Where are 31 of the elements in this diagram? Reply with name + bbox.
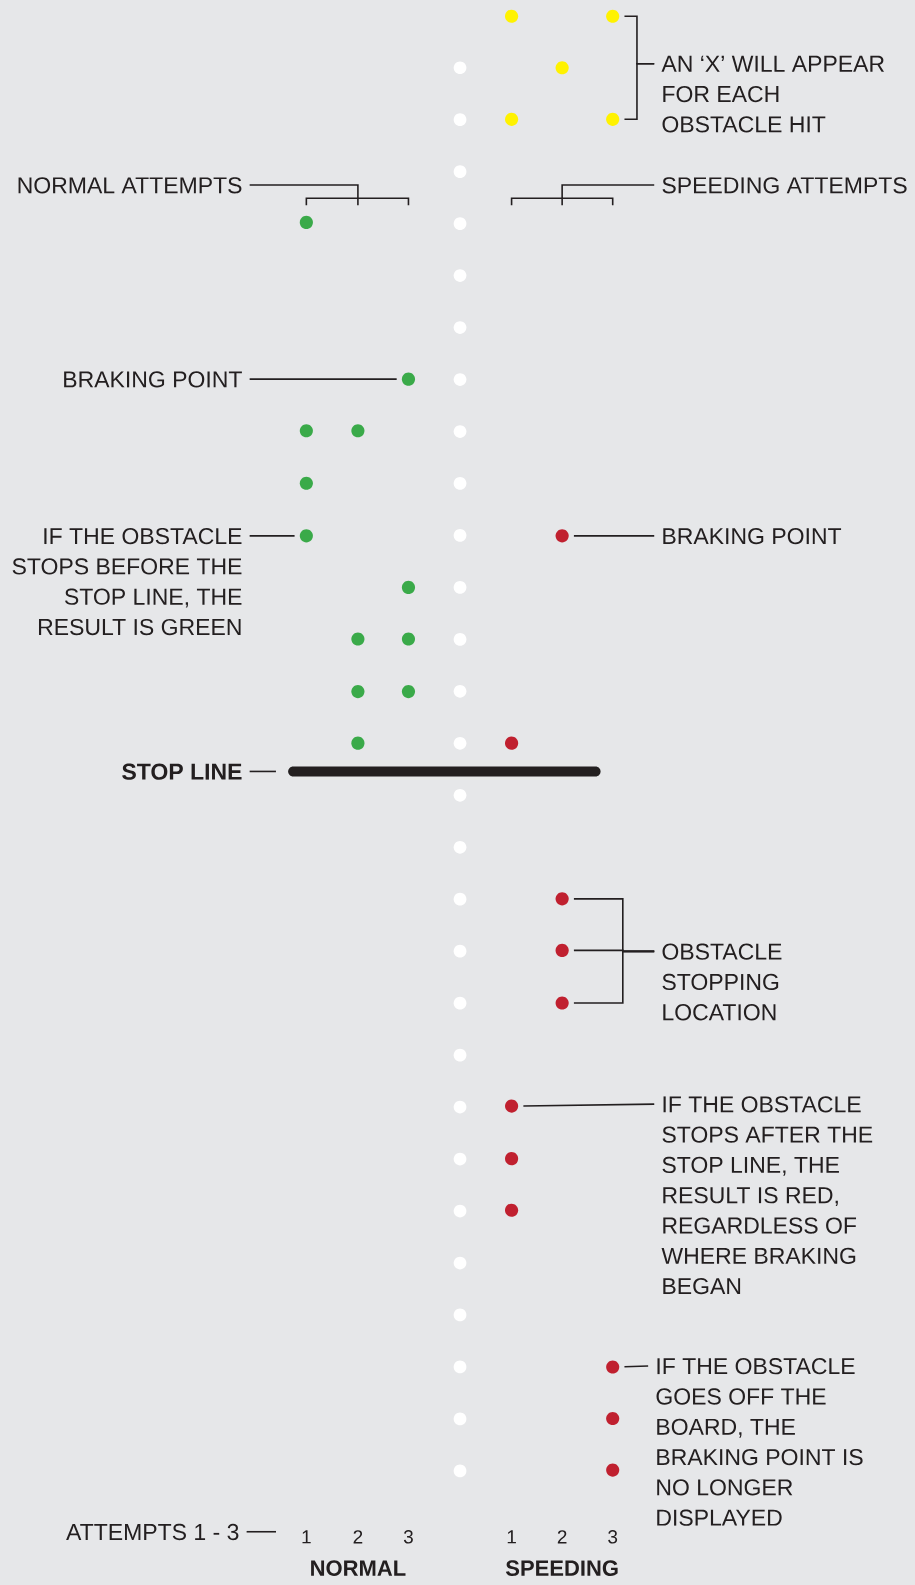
annotation-text: IF THE OBSTACLE STOPS AFTER THE STOP LINE, THE RESULT IS RED, REGARDLESS OF WHERE BRAKING BEGAN [661, 1096, 873, 1295]
annotation-text: BRAKING POINT [64, 371, 242, 388]
leader-line [522, 1103, 656, 1107]
attempt-number: 3 [403, 1530, 413, 1544]
leader-line [248, 378, 398, 380]
annotation-text: ATTEMPTS 1 - 3 [66, 1523, 239, 1541]
attempt-number: 2 [557, 1530, 567, 1544]
annotation-text: IF THE OBSTACLE GOES OFF THE BOARD, THE BRAKING POINT IS NO LONGER DISPLAYED [656, 1358, 863, 1526]
leader-line [573, 535, 656, 537]
attempt-number: 2 [353, 1530, 363, 1544]
stop-line-bar [288, 766, 601, 777]
leader-line [245, 1530, 277, 1533]
annotation-text: BRAKING POINT [663, 528, 842, 545]
column-label: SPEEDING [505, 1560, 618, 1576]
annotation-text: AN ‘X’ WILL APPEAR FOR EACH OBSTACLE HIT [661, 55, 884, 133]
attempt-number: 1 [507, 1530, 516, 1544]
leader-line [623, 62, 656, 121]
annotation-text: OBSTACLE STOPPING LOCATION [662, 943, 782, 1021]
leader-line [248, 535, 296, 537]
column-label: NORMAL [311, 1560, 406, 1576]
annotation-text: STOP LINE [122, 763, 242, 780]
leader-line [510, 184, 656, 207]
leader-line [248, 770, 277, 773]
attempt-number: 1 [302, 1530, 311, 1544]
leader-line [623, 1365, 649, 1368]
annotation-text: IF THE OBSTACLE STOPS BEFORE THE STOP LINE, THE RESULT IS GREEN [12, 528, 242, 636]
attempt-number: 3 [608, 1530, 618, 1544]
leader-line [248, 184, 410, 207]
leader-line [573, 950, 656, 1004]
annotation-text: SPEEDING ATTEMPTS [662, 177, 907, 194]
annotation-text: NORMAL ATTEMPTS [18, 177, 242, 194]
